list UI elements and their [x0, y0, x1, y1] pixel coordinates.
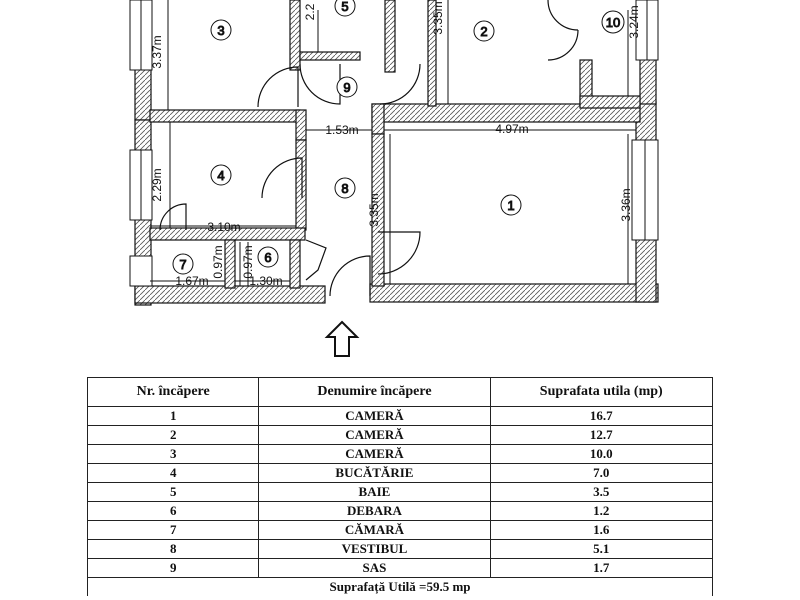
svg-text:6: 6 — [264, 250, 271, 265]
header-room-number: Nr. încăpere — [86, 377, 260, 407]
room-marker-2: 2 — [473, 20, 495, 42]
room-area: 7.0 — [489, 463, 713, 483]
room-marker-8: 8 — [334, 177, 356, 199]
room-name: DEBARA — [258, 501, 491, 521]
dim-room6-width: 1.30m — [249, 274, 282, 288]
svg-text:1: 1 — [507, 198, 514, 213]
svg-text:10: 10 — [606, 15, 620, 30]
header-room-name: Denumire încăpere — [258, 377, 491, 407]
room-area: 10.0 — [489, 444, 713, 464]
svg-text:7: 7 — [179, 257, 186, 272]
room-name: CAMERĂ — [258, 425, 491, 445]
svg-text:3: 3 — [217, 23, 224, 38]
room-area: 1.2 — [489, 501, 713, 521]
dim-room7-width: 1.67m — [175, 274, 208, 288]
room-number: 9 — [86, 558, 260, 578]
room-area: 12.7 — [489, 425, 713, 445]
room-name: SAS — [258, 558, 491, 578]
dim-room1-width: 4.97m — [495, 122, 528, 136]
room-marker-3: 3 — [210, 19, 232, 41]
room-name: CAMERĂ — [258, 406, 491, 426]
room-marker-1: 1 — [500, 194, 522, 216]
floor-plan: 3.37m 2.2 3.35m 3.24m 1.53m 4.97m 2.29m … — [129, 0, 659, 357]
room-number: 1 — [86, 406, 260, 426]
room-markers: 1 2 3 4 5 6 7 8 9 10 — [172, 0, 625, 275]
svg-text:8: 8 — [341, 181, 348, 196]
room-number: 5 — [86, 482, 260, 502]
total-area: Suprafață Utilă =59.5 mp — [87, 577, 713, 596]
room-marker-10: 10 — [601, 10, 625, 34]
room-area: 5.1 — [489, 539, 713, 559]
svg-text:2: 2 — [480, 24, 487, 39]
dim-hall-width: 1.53m — [325, 123, 358, 137]
dim-room3-height: 3.37m — [150, 35, 164, 68]
room-marker-4: 4 — [210, 164, 232, 186]
room-table-container: Nr. încăpere Denumire încăpere Suprafata… — [86, 377, 713, 596]
room-name: VESTIBUL — [258, 539, 491, 559]
dim-room1-height: 3.36m — [619, 188, 633, 221]
svg-text:4: 4 — [217, 168, 224, 183]
door-swings — [159, 0, 579, 297]
svg-text:9: 9 — [343, 80, 350, 95]
dim-room4-height: 2.29m — [150, 168, 164, 201]
dim-room7-height: 0.97m — [211, 245, 225, 278]
room-area: 1.7 — [489, 558, 713, 578]
room-number: 4 — [86, 463, 260, 483]
room-marker-5: 5 — [334, 0, 356, 17]
room-marker-9: 9 — [336, 76, 358, 98]
room-number: 7 — [86, 520, 260, 540]
dim-room4-width: 3.10m — [207, 220, 240, 234]
room-name: BUCĂTĂRIE — [258, 463, 491, 483]
windows — [129, 0, 659, 287]
dim-room5-height: 2.2 — [303, 3, 317, 20]
room-area: 3.5 — [489, 482, 713, 502]
room-number: 6 — [86, 501, 260, 521]
room-area: 16.7 — [489, 406, 713, 426]
room-area: 1.6 — [489, 520, 713, 540]
dim-room10-height: 3.24m — [627, 5, 641, 38]
room-name: CAMERĂ — [258, 444, 491, 464]
dimension-labels: 3.37m 2.2 3.35m 3.24m 1.53m 4.97m 2.29m … — [150, 1, 641, 288]
dim-room2-height: 3.35m — [431, 1, 445, 34]
room-table: Nr. încăpere Denumire încăpere Suprafata… — [86, 377, 713, 596]
header-room-area: Suprafata utila (mp) — [489, 377, 713, 407]
total-row: Suprafață Utilă =59.5 mp — [87, 577, 713, 596]
entrance-arrow-icon — [324, 320, 360, 357]
room-table-header: Nr. încăpere Denumire încăpere Suprafata… — [86, 377, 713, 407]
room-number: 3 — [86, 444, 260, 464]
room-marker-6: 6 — [257, 246, 279, 268]
dim-room6-height: 0.97m — [241, 245, 255, 278]
dim-room8-height: 3.35m — [367, 193, 381, 226]
room-name: CĂMARĂ — [258, 520, 491, 540]
svg-text:5: 5 — [341, 0, 348, 14]
room-number: 8 — [86, 539, 260, 559]
room-name: BAIE — [258, 482, 491, 502]
room-marker-7: 7 — [172, 253, 194, 275]
dimension-lines — [150, 0, 636, 286]
room-number: 2 — [86, 425, 260, 445]
